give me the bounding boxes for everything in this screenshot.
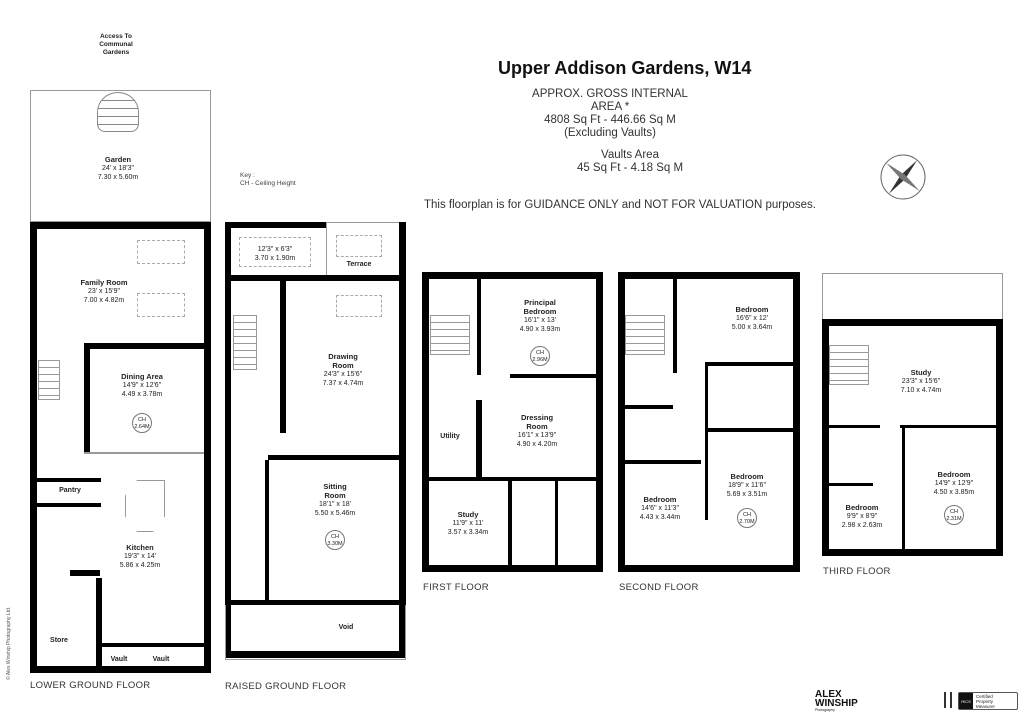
first-floor-walls [422,272,603,572]
room-vault: Vault [152,656,170,663]
room-balcony: 12'3" x 6'3"3.70 x 1.90m [254,246,296,262]
room-pantry: Pantry [59,487,81,494]
garden-steps [97,92,139,132]
room-store: Store [50,637,68,644]
rics-certified-badge: RICS Certified Property Measurer [958,692,1018,710]
stairs [430,315,470,355]
floor-name-raised-ground: RAISED GROUND FLOOR [225,681,347,692]
garden-area [30,90,211,222]
copyright: © Alex Winship Photography Ltd. [6,606,12,680]
room-void: Void [338,624,354,631]
lower-ground-walls [30,222,211,673]
raised-ground-walls [225,222,406,658]
stairs [233,315,257,370]
second-floor-walls [618,272,800,572]
room-utility: Utility [440,433,460,440]
area-value: 4808 Sq Ft - 446.66 Sq M [544,114,676,126]
vaults-value: 45 Sq Ft - 4.18 Sq M [576,162,684,174]
floor-name-first: FIRST FLOOR [423,582,489,593]
floor-name-third: THIRD FLOOR [823,566,891,577]
room-vault: Vault [110,656,128,663]
floor-name-second: SECOND FLOOR [619,582,699,593]
area-heading: APPROX. GROSS INTERNAL AREA * [532,88,688,113]
third-floor-walls [822,319,1003,556]
compass-icon [880,154,926,200]
key-legend: Key : CH - Ceiling Height [240,172,296,188]
vaults-info: Vaults Area 45 Sq Ft - 4.18 Sq M [560,149,700,175]
key-title: Key : [240,172,255,179]
key-ch: CH - Ceiling Height [240,180,296,187]
roof-terrace [822,273,1003,323]
area-info: APPROX. GROSS INTERNAL AREA * 4808 Sq Ft… [520,88,700,140]
area-note: (Excluding Vaults) [564,127,656,139]
access-label: Access To Communal Gardens [99,33,133,56]
floor-name-lower-ground: LOWER GROUND FLOOR [30,680,151,691]
stairs [829,345,869,385]
disclaimer: This floorplan is for GUIDANCE ONLY and … [424,199,816,211]
stairs [625,315,665,355]
kitchen-island [125,480,165,532]
room-terrace: Terrace [346,261,372,268]
plan-title: Upper Addison Gardens, W14 [498,58,752,78]
vaults-heading: Vaults Area [601,149,659,161]
measurer-icon [944,692,952,708]
stairs [38,360,60,400]
void-area [225,605,406,660]
